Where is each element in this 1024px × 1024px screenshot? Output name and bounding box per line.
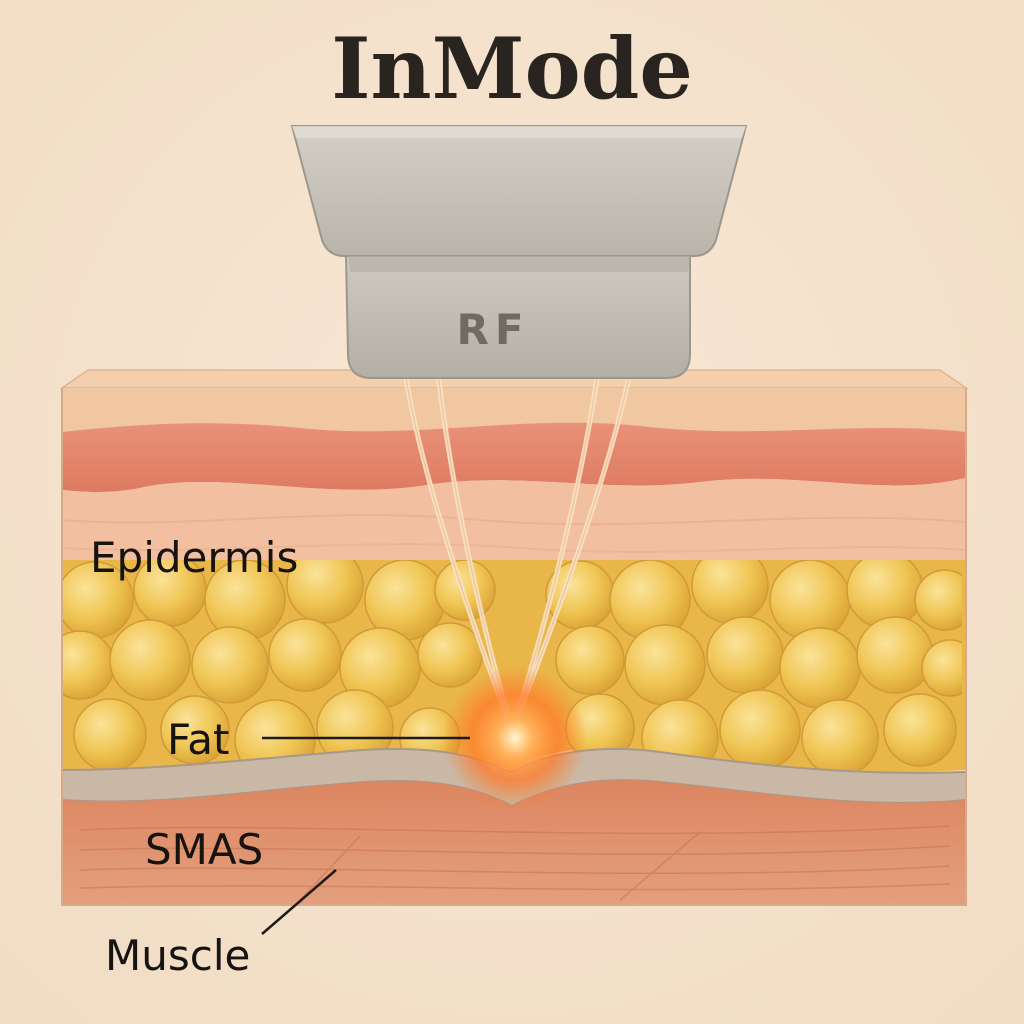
label-muscle: Muscle	[105, 931, 250, 980]
fat-cell	[191, 626, 269, 704]
muscle-leader-line	[261, 869, 337, 935]
fat-cell	[921, 639, 962, 697]
page-title: InMode	[331, 19, 693, 118]
fat-cell	[801, 699, 879, 770]
fat-cell	[769, 560, 851, 641]
fat-cell	[846, 560, 924, 629]
rf-energy-focus-icon	[443, 666, 587, 810]
label-smas: SMAS	[145, 825, 263, 874]
label-fat: Fat	[167, 715, 230, 764]
fat-cell	[779, 627, 861, 709]
label-epidermis: Epidermis	[90, 533, 298, 582]
fat-cell	[109, 619, 191, 701]
fat-cells	[62, 560, 962, 770]
fat-cell	[73, 698, 147, 770]
rf-handpiece-icon: RF	[290, 125, 748, 379]
fat-cell	[719, 689, 801, 770]
fat-cell	[914, 569, 962, 631]
fat-cell	[856, 616, 934, 694]
fat-cell	[555, 625, 625, 695]
fat-cell	[417, 622, 483, 688]
fat-cell	[268, 618, 342, 692]
dermis-pale-layer	[62, 478, 966, 580]
fat-cell	[286, 560, 364, 624]
muscle-layer	[62, 780, 966, 905]
device-label: RF	[456, 305, 529, 354]
dermis-layer	[62, 422, 966, 492]
fat-cell	[434, 560, 496, 621]
fat-cell	[706, 616, 784, 694]
muscle-fibers	[79, 825, 951, 901]
fat-cell	[624, 624, 706, 706]
fat-cell	[883, 693, 957, 767]
